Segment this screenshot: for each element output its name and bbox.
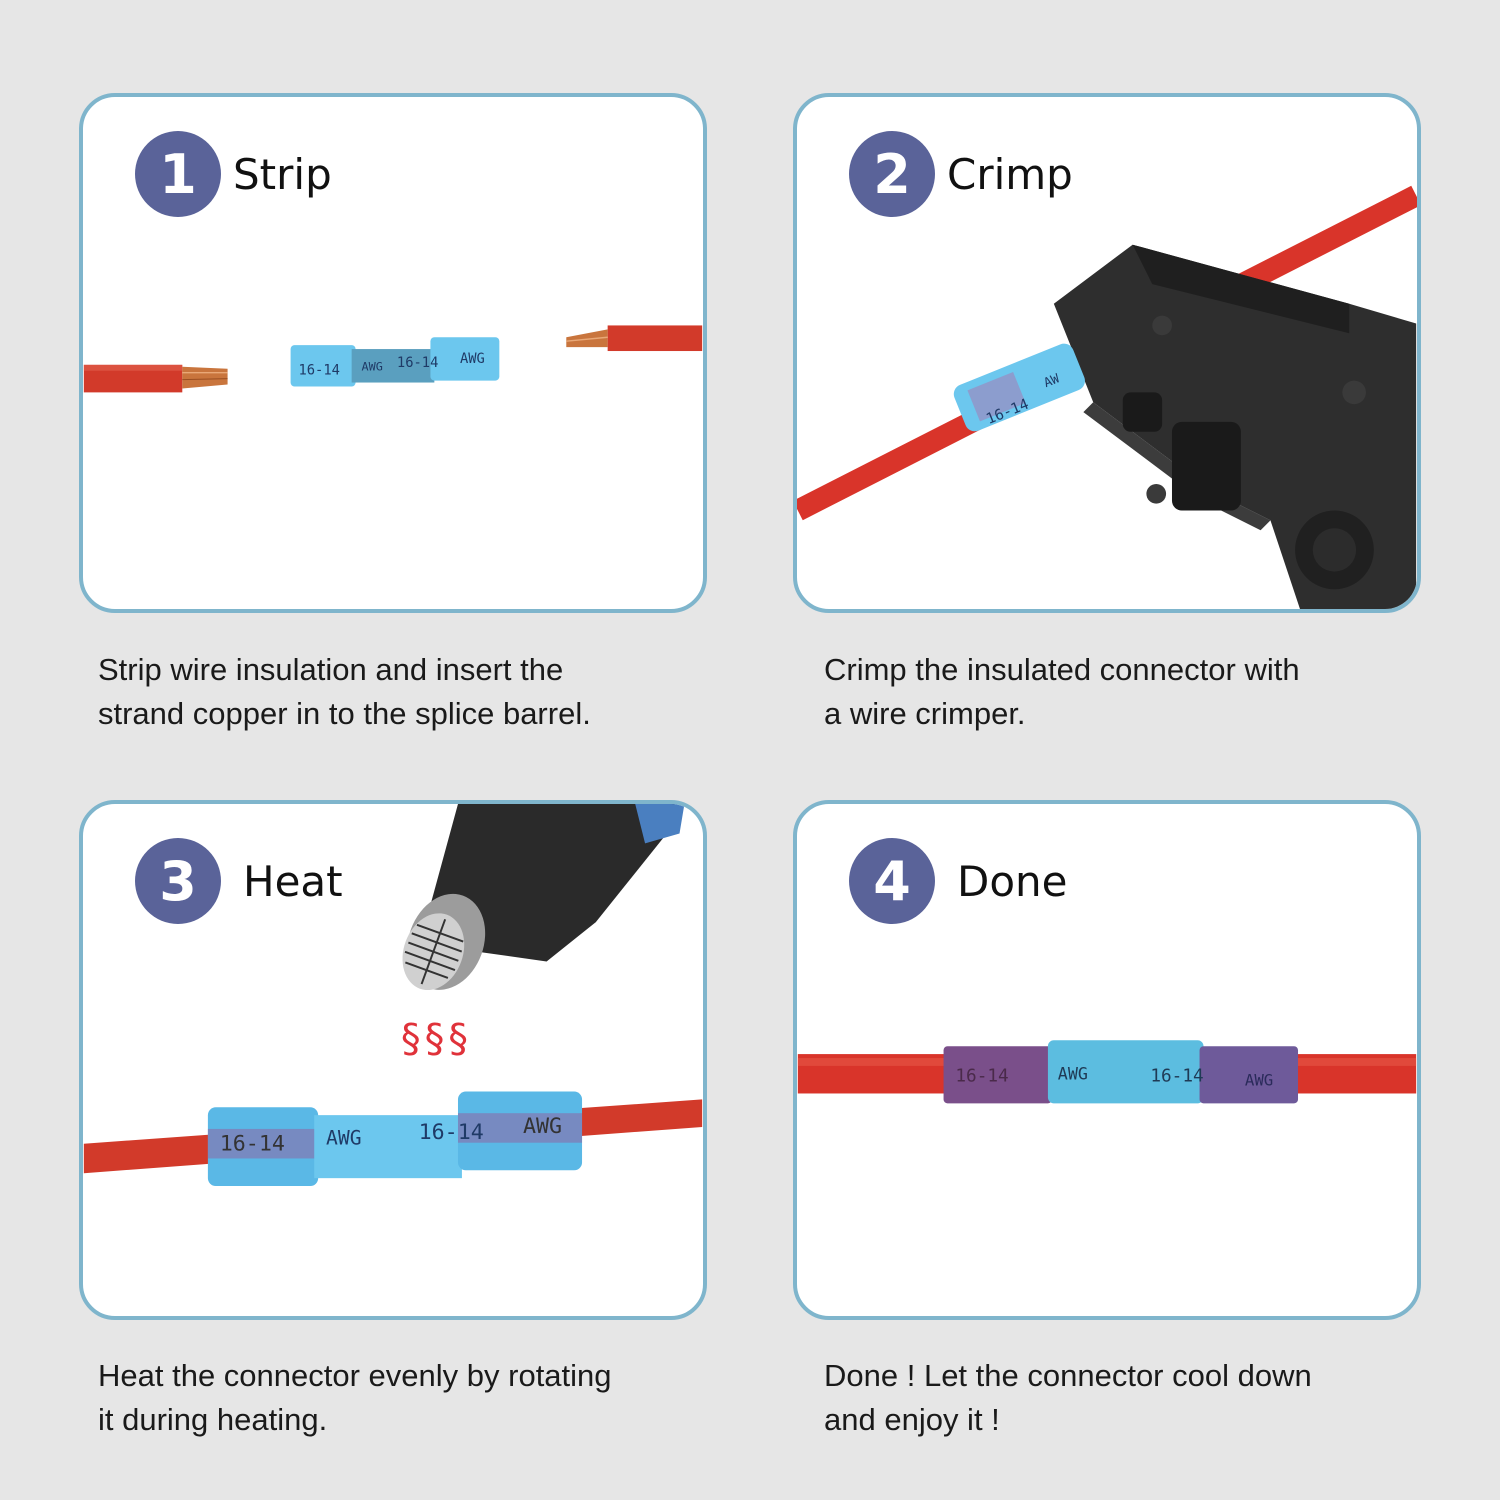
step-description-strip: Strip wire insulation and insert the str…: [98, 652, 591, 731]
step-title: Heat: [243, 856, 343, 906]
svg-text:16-14: 16-14: [397, 355, 438, 371]
step-description-done: Done ! Let the connector cool down and e…: [824, 1358, 1312, 1437]
step-description-heat: Heat the connector evenly by rotating it…: [98, 1358, 612, 1437]
svg-text:16-14: 16-14: [298, 363, 339, 379]
step-description-crimp: Crimp the insulated connector with a wir…: [824, 652, 1300, 731]
heat-gun-icon: [402, 804, 685, 991]
svg-text:AWG: AWG: [361, 360, 382, 374]
right-copper-strands: [566, 329, 608, 348]
svg-text:AWG: AWG: [326, 1127, 362, 1150]
heat-waves-icon: §§§: [399, 1016, 470, 1062]
left-copper-strands: [182, 366, 228, 389]
done-illustration: 16-14 AWG 16-14 AWG: [797, 1040, 1417, 1104]
step-card-heat: §§§ 16-14 AWG 16-14 AWG 3 Heat: [79, 800, 707, 1320]
right-wire: [607, 325, 703, 352]
step-header: 1 Strip: [135, 131, 332, 217]
heat-shrink-connector: 16-14 AWG 16-14 AWG: [207, 1091, 583, 1187]
crimper-tool-icon: [1053, 244, 1417, 609]
step-title: Crimp: [947, 149, 1073, 199]
sealed-connector: 16-14 AWG 16-14 AWG: [943, 1040, 1299, 1104]
connector-in-crimper: 16-14 AW: [953, 343, 1085, 432]
step-number-badge: 1: [135, 131, 221, 217]
step-number-badge: 2: [849, 131, 935, 217]
step-number-badge: 3: [135, 838, 221, 924]
svg-text:16-14: 16-14: [1150, 1067, 1203, 1087]
svg-text:16-14: 16-14: [419, 1120, 484, 1145]
step-card-strip: 16-14 AWG 16-14 AWG 1 Strip: [79, 93, 707, 613]
step-number-badge: 4: [849, 838, 935, 924]
step-header: 2 Crimp: [849, 131, 1073, 217]
step-title: Strip: [233, 149, 332, 199]
heat-illustration: §§§ 16-14 AWG 16-14 AWG: [83, 804, 703, 1187]
svg-text:AWG: AWG: [460, 351, 485, 367]
svg-text:AWG: AWG: [523, 1114, 562, 1139]
step-header: 3 Heat: [135, 838, 343, 924]
step-title: Done: [957, 856, 1068, 906]
svg-text:16-14: 16-14: [220, 1132, 285, 1157]
butt-splice-connector: 16-14 AWG 16-14 AWG: [290, 337, 500, 387]
svg-text:16-14: 16-14: [955, 1067, 1008, 1087]
svg-text:AWG: AWG: [1058, 1064, 1088, 1084]
crimp-illustration: 16-14 AW: [797, 185, 1417, 609]
step-card-crimp: 16-14 AW 2 Crimp: [793, 93, 1421, 613]
step-header: 4 Done: [849, 838, 1068, 924]
strip-illustration: 16-14 AWG 16-14 AWG: [83, 325, 703, 393]
svg-text:AWG: AWG: [1245, 1071, 1273, 1090]
svg-text:AW: AW: [1042, 371, 1062, 391]
step-card-done: 16-14 AWG 16-14 AWG 4 Done: [793, 800, 1421, 1320]
